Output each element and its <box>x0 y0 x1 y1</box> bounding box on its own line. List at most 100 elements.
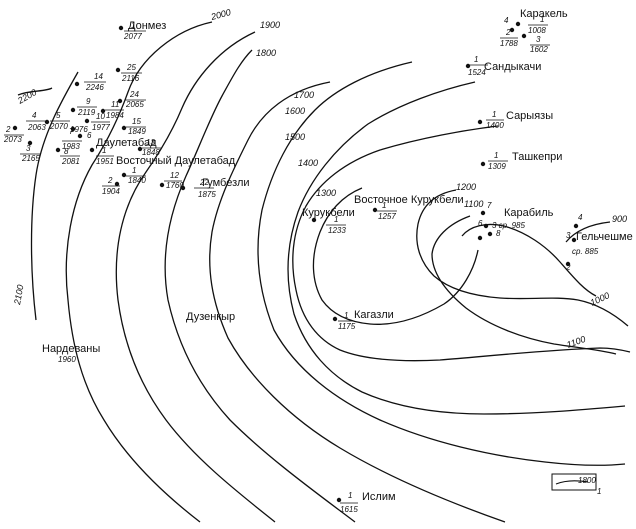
contour-label-1400: 1400 <box>298 158 318 168</box>
well-dot <box>121 172 127 178</box>
well-number: 1 <box>382 201 386 210</box>
place-vostochnoe-kurukbeli: Восточное Курукбели <box>354 194 464 206</box>
well-dot <box>332 316 338 322</box>
well-number: 1 <box>492 110 496 119</box>
point-label: 3 <box>566 231 571 240</box>
well-marker: 22 1875 <box>180 178 216 199</box>
well-value: 1400 <box>486 121 504 130</box>
contour-label-1800: 1800 <box>256 48 276 58</box>
well-number: 2 <box>5 125 11 134</box>
well-value: 1904 <box>102 187 120 196</box>
contour-line-1400 <box>292 125 631 362</box>
well-value: 1983 <box>62 142 80 151</box>
place-sandykachi: Сандыкачи <box>484 61 541 73</box>
well-marker: 1 2077 <box>118 21 146 41</box>
well-dot <box>180 185 186 191</box>
well-value: 2081 <box>61 157 80 166</box>
place-duzenkyr: Дузенкыр <box>186 311 235 323</box>
nardevany-value: 1960 <box>58 355 76 364</box>
karabil-note: 3 ср. 985 <box>492 221 525 230</box>
well-value: 1760 <box>166 181 184 190</box>
well-number: 1 <box>540 15 544 24</box>
well-dot <box>74 81 80 87</box>
well-marker: 3 1602 <box>521 33 550 54</box>
well-dot <box>55 147 61 153</box>
well-marker: 4 2063 <box>12 111 46 132</box>
place-tashkepri: Ташкепри <box>512 151 562 163</box>
place-saryyazy: Сарыязы <box>506 110 553 122</box>
well-marker: 1 1257 <box>372 201 397 221</box>
well-marker: 13 1848 <box>137 138 162 157</box>
well-number: 13 <box>146 138 155 147</box>
well-dot <box>70 126 76 132</box>
legend-number: 1 <box>597 487 601 496</box>
well-value: 2065 <box>125 100 144 109</box>
well-number: 1 <box>344 311 348 320</box>
contour-line-1100 <box>431 215 617 355</box>
well-value: 1233 <box>328 226 346 235</box>
well-number: 2 <box>505 28 511 37</box>
well-dot <box>311 217 317 223</box>
well-marker: 1 1309 <box>480 151 508 171</box>
well-marker: 15 1849 <box>121 117 146 136</box>
well-dot <box>565 261 571 267</box>
contour-label-1000: 1000 <box>589 290 611 308</box>
well-number: 25 <box>126 63 136 72</box>
well-dot <box>483 223 489 229</box>
contour-label-900: 900 <box>612 214 627 224</box>
well-marker: 2 1904 <box>102 176 120 196</box>
well-value: 1976 <box>70 125 88 134</box>
well-dot <box>515 21 521 27</box>
well-marker: 1 1008 <box>515 15 548 35</box>
place-vostochny-dauletabad: Восточный Даулетабад <box>116 155 236 167</box>
well-value: 1309 <box>488 162 506 171</box>
place-islim: Ислим <box>362 491 396 503</box>
point-label: 4 <box>504 16 509 25</box>
well-number: 5 <box>56 111 61 120</box>
well-number: 1 <box>131 21 135 30</box>
contour-line-1200 <box>416 189 629 327</box>
well-number: 15 <box>132 117 141 126</box>
well-dot <box>84 118 90 124</box>
well-marker: 2 2073 <box>3 125 24 144</box>
well-number: 14 <box>94 72 103 81</box>
well-number: 1 <box>334 215 338 224</box>
well-dot <box>477 119 483 125</box>
point-label: 6 <box>478 219 483 228</box>
well-dot <box>509 27 515 33</box>
contour-label-1700: 1700 <box>294 90 314 100</box>
well-value: 1615 <box>340 505 358 514</box>
well-marker: 1 1400 <box>477 110 504 130</box>
place-donmez: Донмез <box>128 20 166 32</box>
contour-label-1900: 1900 <box>260 20 280 30</box>
well-marker: 2 1788 <box>500 27 518 48</box>
contour-line-900 <box>565 221 611 243</box>
well-value: 1008 <box>528 26 546 35</box>
well-number: 11 <box>111 100 119 109</box>
well-dot <box>137 146 143 152</box>
well-number: 1 <box>348 491 352 500</box>
well-number: 6 <box>87 131 92 140</box>
contour-line-2000 <box>65 21 213 523</box>
point-label: 8 <box>496 229 501 238</box>
well-dot <box>12 125 18 131</box>
well-marker: 9 2119 <box>70 97 97 117</box>
well-marker: 1 1951 <box>89 146 114 166</box>
contour-line-2200 <box>17 87 53 96</box>
well-dot <box>159 182 165 188</box>
well-number: 1 <box>132 166 136 175</box>
well-value: 2070 <box>49 122 68 131</box>
well-dot <box>573 223 579 229</box>
well-dot <box>100 108 106 114</box>
well-dot <box>118 25 124 31</box>
contour-line-1900 <box>115 31 276 523</box>
contour-line-2100 <box>30 71 79 321</box>
well-dot <box>27 140 33 146</box>
place-karakel: Каракель <box>520 8 568 20</box>
well-value: 2246 <box>85 83 104 92</box>
well-dot <box>487 231 493 237</box>
well-value: 1524 <box>468 68 486 77</box>
well-number: 12 <box>170 171 179 180</box>
well-marker: 11 1984 <box>100 100 124 120</box>
